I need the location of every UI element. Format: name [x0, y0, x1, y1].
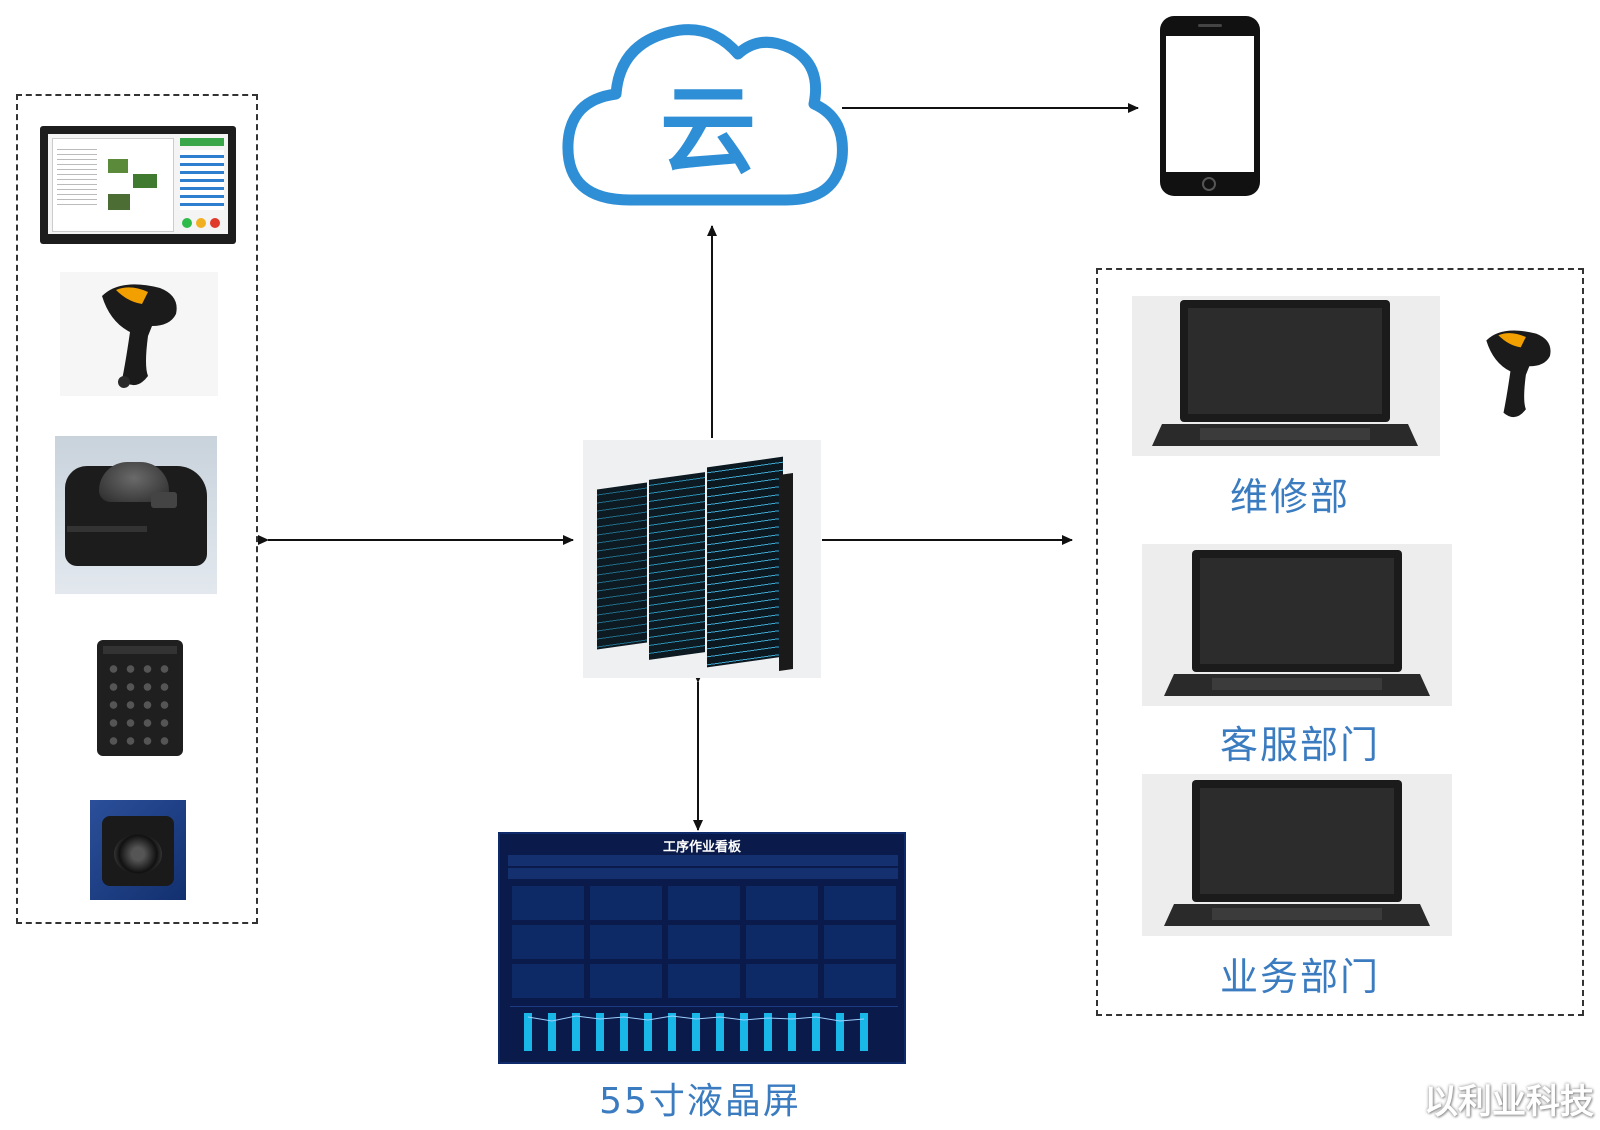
lcd-label: 55寸液晶屏 — [599, 1081, 801, 1122]
departments-group — [1096, 268, 1584, 1016]
laptop-icon — [1164, 780, 1430, 926]
label-printer — [55, 436, 217, 594]
label-customer-service: 客服部门 — [1219, 723, 1380, 767]
touchscreen-terminal — [40, 126, 236, 244]
cloud-icon: 云 — [562, 24, 848, 206]
numeric-keypad — [97, 640, 183, 756]
watermark-text: 以利业科技 — [1424, 1082, 1594, 1122]
industrial-camera — [90, 800, 186, 900]
label-business: 业务部门 — [1219, 955, 1380, 999]
barcode-scanner-icon — [102, 284, 177, 388]
cloud-glyph: 云 — [660, 75, 756, 187]
devices-group — [16, 94, 258, 924]
server-racks — [583, 440, 821, 678]
dashboard-title: 工序作业看板 — [662, 840, 741, 855]
barcode-scanner-icon — [1486, 330, 1551, 418]
laptop-icon — [1164, 550, 1430, 696]
lcd-dashboard: 工序作业看板 — [498, 832, 906, 1064]
mobile-phone — [1160, 16, 1260, 196]
laptop-icon — [1152, 300, 1418, 446]
label-repair: 维修部 — [1229, 475, 1350, 519]
